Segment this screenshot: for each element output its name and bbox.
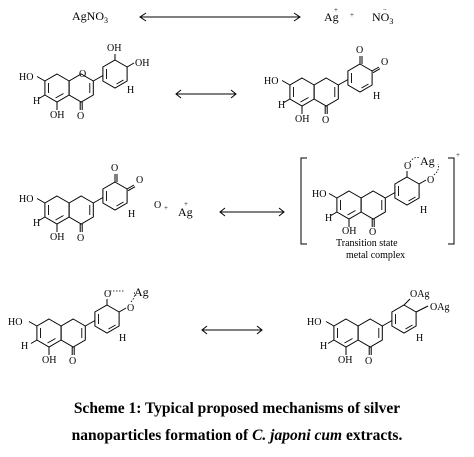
svg-text:O: O [365,356,372,367]
svg-text:O: O [427,175,434,186]
quinone-structure-1: O O H HO H OH O [264,45,388,126]
svg-text:OH: OH [42,355,56,366]
svg-text:H: H [33,218,40,229]
agno3-label: AgNO3 [72,9,108,25]
svg-text:O: O [111,163,118,174]
svg-text:O: O [404,161,411,172]
svg-text:HO: HO [312,189,326,200]
svg-text:+: + [184,200,188,208]
svg-text:HO: HO [264,76,278,87]
svg-text:HO: HO [8,317,22,328]
svg-text:−: − [383,6,387,14]
reaction-scheme: AgNO3 Ag + + NO3 − OH OH H HO H OH O O O… [8,6,460,367]
caption-line-2: nanoparticles formation of C. japoni cum… [71,427,403,444]
svg-text:H: H [21,341,28,352]
silver-ion-reactant: Ag + [178,200,193,219]
svg-text:O: O [369,227,376,238]
svg-text:Ag: Ag [178,205,193,219]
svg-text:O: O [104,289,111,300]
svg-text:+: + [350,11,354,19]
svg-text:Ag: Ag [420,154,435,168]
svg-text:OH: OH [342,226,356,237]
svg-text:O: O [79,69,86,80]
svg-text:O: O [136,175,143,186]
equilibrium-arrow-3 [219,207,285,217]
svg-text:H: H [320,341,327,352]
svg-text:HO: HO [19,72,33,83]
svg-text:Ag: Ag [134,285,149,299]
caption-line-1: Scheme 1: Typical proposed mechanisms of… [73,400,401,417]
svg-text:HO: HO [307,317,321,328]
svg-text:O: O [154,200,161,211]
svg-text:+: + [456,151,460,159]
ts-label-line2: metal complex [346,250,405,261]
svg-text:OAg: OAg [430,302,449,313]
silver-complex-product: OAg OAg H HO H OH O [307,289,449,367]
svg-text:O: O [356,45,363,56]
equilibrium-arrow-4 [201,325,263,335]
svg-text:OH: OH [338,355,352,366]
svg-text:H: H [33,96,40,107]
plus-sign: + [164,204,168,212]
svg-text:H: H [325,213,332,224]
ts-label-line1: Transition state [336,238,398,249]
svg-text:O: O [77,111,84,122]
svg-text:O: O [69,356,76,367]
svg-text:H: H [416,333,423,344]
svg-text:H: H [278,100,285,111]
svg-text:H: H [373,91,380,102]
svg-text:OH: OH [50,232,64,243]
svg-text:O: O [127,303,134,314]
svg-text:OH: OH [135,58,149,69]
svg-text:OAg: OAg [410,289,429,300]
svg-text:OH: OH [107,43,121,54]
flavonoid-structure-1: OH OH H HO H OH O O [19,43,149,122]
svg-text:O: O [381,57,388,68]
ag-ion-label: Ag [324,10,339,24]
svg-text:H: H [128,209,135,220]
svg-text:+: + [334,6,338,14]
svg-text:H: H [420,205,427,216]
svg-text:OH: OH [295,114,309,125]
silver-chelate-structure: O O Ag H HO H OH O [8,285,149,367]
svg-text:H: H [127,85,134,96]
quinone-structure-2: O O H HO H OH O O + [19,163,168,244]
svg-text:OH: OH [50,110,64,121]
equilibrium-arrow-2 [175,89,237,99]
svg-text:O: O [77,233,84,244]
svg-text:H: H [119,333,126,344]
svg-text:HO: HO [19,194,33,205]
transition-state-complex: + O O Ag H HO H OH O Transition state me… [300,151,460,261]
reaction-row-1: AgNO3 Ag + + NO3 − [72,6,393,26]
no3-ion-label: NO3 [372,10,393,26]
svg-text:O: O [322,115,329,126]
